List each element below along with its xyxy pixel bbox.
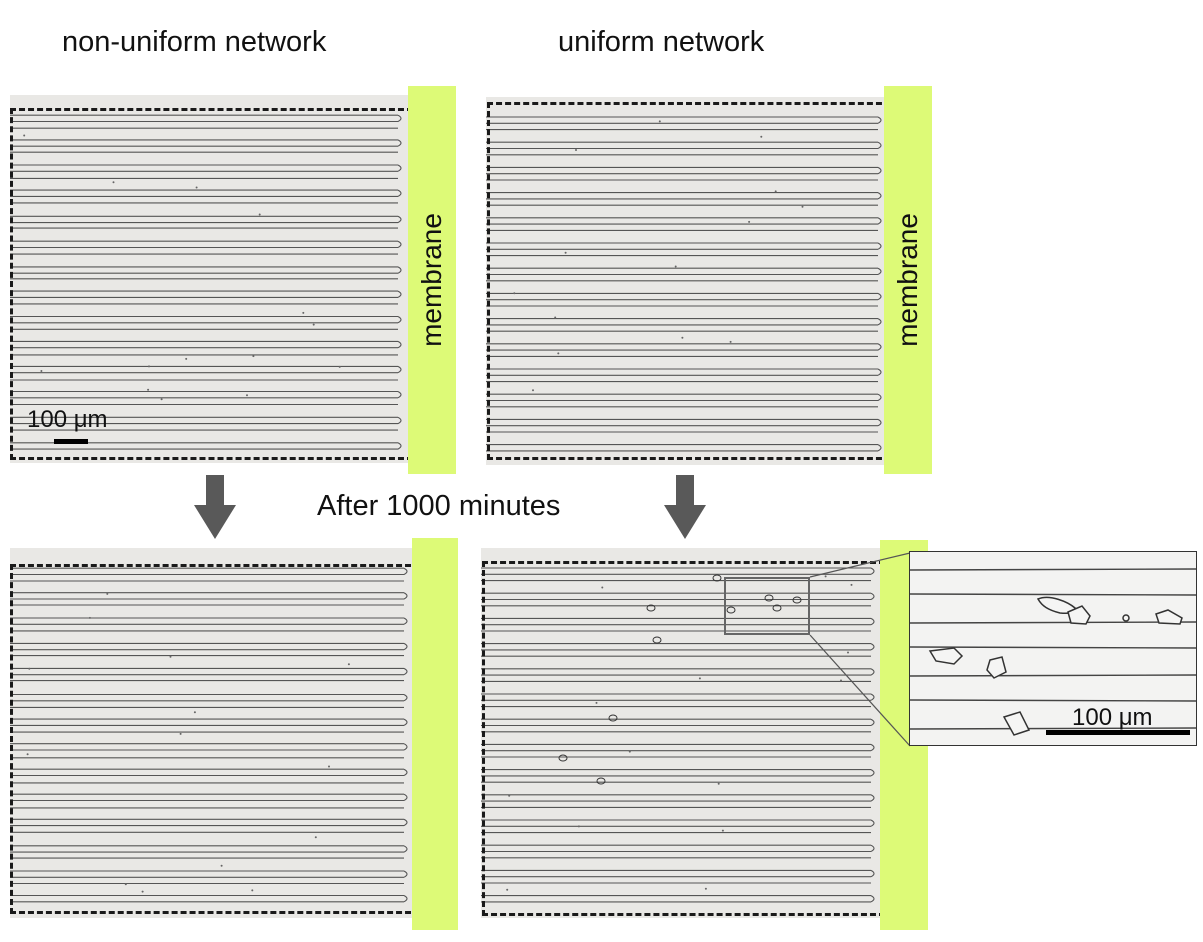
down-arrow-icon [664,475,706,539]
speck [246,394,248,397]
title-uniform-network: uniform network [558,26,765,58]
speck [717,782,720,785]
inset-scale-bar [1046,730,1190,735]
crystal [596,777,606,785]
speck [801,205,804,208]
crystal [764,594,774,602]
speck [554,316,557,319]
speck [193,711,196,714]
crystal [646,604,656,612]
channel-lines [481,567,875,903]
speck [169,655,172,658]
speck [840,679,842,682]
microchannel-path [481,567,875,903]
speck [314,836,317,839]
speck [312,323,315,326]
membrane-strip-top-right: membrane [884,86,932,474]
speck [88,616,91,619]
scale-bar [54,439,88,444]
speck [124,883,127,886]
speck [141,890,144,893]
microchannel-path [486,116,882,452]
speck [185,357,188,360]
inset-channels-and-crystals [910,568,1196,736]
speck [564,251,567,254]
speck [575,149,577,151]
crystal [608,714,618,722]
speck [847,651,849,654]
speck [252,355,255,358]
zoom-region-box [724,577,810,635]
crystal [792,596,802,604]
micrograph-uniform-after [481,548,885,918]
micrograph-non-uniform-after [10,548,418,918]
speck [508,794,511,797]
micrograph-uniform-before [486,97,892,465]
scale-bar-label: 100 μm [27,406,108,433]
channel-lines [10,114,402,450]
speck [338,365,341,368]
membrane-strip-top-left: membrane [408,86,456,474]
speck [577,825,580,828]
speck [674,265,677,268]
speck [302,311,305,314]
speck [601,586,604,589]
speck [532,389,534,392]
membrane-strip-bottom-left [412,538,458,930]
speck [160,398,163,401]
speck [513,292,516,295]
speck [681,336,684,339]
speck [106,592,109,595]
speck [23,134,26,137]
speck [26,753,29,756]
speck [112,181,115,184]
speck [595,701,598,704]
down-arrow-icon [194,475,236,539]
speck [557,352,560,355]
speck [698,677,701,680]
speck [658,120,661,123]
speck [729,340,732,343]
crystal [726,606,736,614]
crystal [558,754,568,762]
speck [774,190,777,193]
speck [850,583,853,586]
speck [28,667,31,670]
speck [328,765,330,768]
speck [179,732,182,735]
speck [251,889,254,892]
speck [147,388,150,391]
speck [704,887,707,890]
crystal [772,604,782,612]
speck [347,663,350,666]
microchannel-path [10,114,402,450]
speck [195,186,198,189]
speck [40,370,43,372]
speck [258,213,261,216]
inset-scale-bar-label: 100 μm [1072,704,1153,731]
speck [506,888,509,891]
speck [748,220,751,223]
inset-magnified-view [909,551,1197,746]
crystal [712,574,722,582]
speck [760,135,763,138]
title-non-uniform-network: non-uniform network [62,26,327,58]
micrograph-non-uniform-before [10,95,412,463]
speck [824,575,827,578]
speck [628,750,631,753]
speck [721,829,724,832]
channel-lines [486,116,882,452]
crystal [652,636,662,644]
microchannel-path [10,567,408,903]
speck [148,365,150,368]
speck [220,864,223,867]
channel-lines [10,567,408,903]
caption-after-time: After 1000 minutes [317,490,561,522]
